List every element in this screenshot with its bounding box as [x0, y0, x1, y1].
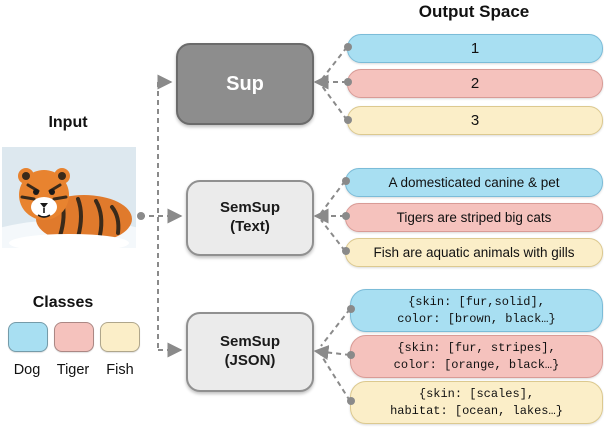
output-space-title: Output Space: [418, 2, 530, 21]
class-swatch-tiger: [54, 322, 94, 352]
output-pill-text-tiger: Tigers are striped big cats: [345, 203, 603, 232]
output-pill-text-fish: Fish are aquatic animals with gills: [345, 238, 603, 267]
classes-label: Classes: [32, 294, 94, 311]
class-swatch-fish: [100, 322, 140, 352]
output-pill-json-tiger: {skin: [fur, stripes], color: [orange, b…: [350, 335, 603, 378]
input-label: Input: [48, 114, 88, 131]
class-swatch-dog: [8, 322, 48, 352]
model-label-sup: Sup: [226, 72, 264, 95]
model-box-semsup-text: SemSup (Text): [186, 180, 314, 256]
tiger-input-image: [0, 147, 159, 264]
output-pill-text-dog: A domesticated canine & pet: [345, 168, 603, 197]
model-box-sup: Sup: [176, 43, 314, 125]
class-name-dog: Dog: [13, 362, 41, 378]
model-box-semsup-json: SemSup (JSON): [186, 312, 314, 392]
class-name-fish: Fish: [106, 362, 134, 378]
model-label-semsup-text: SemSup (Text): [219, 199, 280, 235]
class-name-tiger: Tiger: [56, 362, 90, 378]
model-label-semsup-json: SemSup (JSON): [219, 333, 280, 369]
output-pill-json-fish: {skin: [scales], habitat: [ocean, lakes……: [350, 381, 603, 424]
output-pill-sup-2: 2: [347, 69, 603, 98]
tiger-illustration: [0, 147, 159, 264]
output-pill-sup-3: 3: [347, 106, 603, 135]
output-pill-sup-1: 1: [347, 34, 603, 63]
output-pill-json-dog: {skin: [fur,solid], color: [brown, black…: [350, 289, 603, 332]
